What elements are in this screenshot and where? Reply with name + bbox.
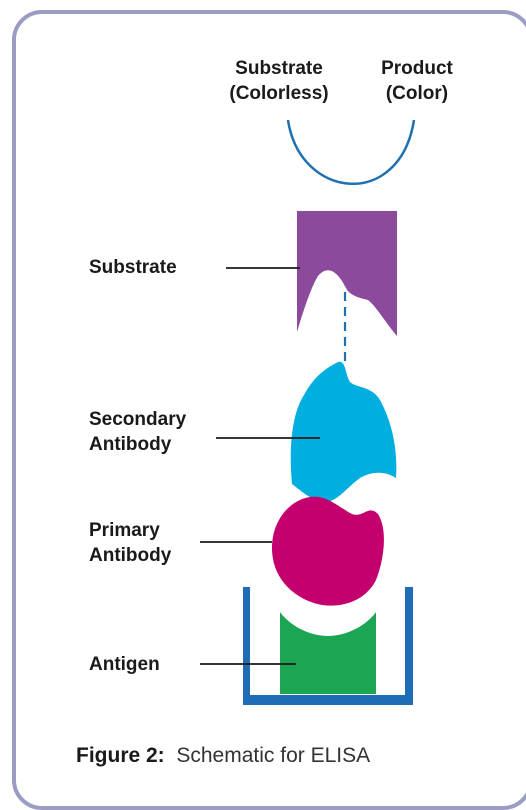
- elisa-diagram: [0, 0, 526, 793]
- primary-antibody-shape: [272, 497, 384, 606]
- substrate-label: Substrate: [89, 255, 177, 280]
- secondary-antibody-shape: [291, 362, 397, 502]
- primary-antibody-label: Primary Antibody: [89, 518, 171, 568]
- antigen-label: Antigen: [89, 652, 160, 677]
- secondary-antibody-label: Secondary Antibody: [89, 407, 186, 457]
- figure-caption: Figure 2: Schematic for ELISA: [76, 744, 370, 768]
- substrate-shape: [297, 211, 397, 336]
- reaction-arc: [288, 120, 414, 184]
- figure-title: Schematic for ELISA: [176, 744, 370, 767]
- antigen-shape: [280, 612, 376, 694]
- figure-number: Figure 2:: [76, 744, 165, 767]
